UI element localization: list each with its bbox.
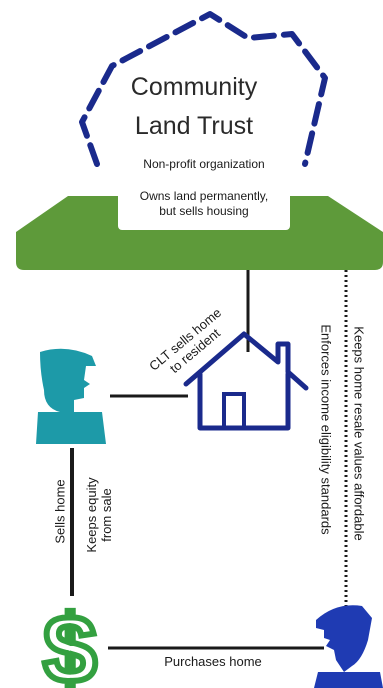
dollar-icon: $ — [43, 596, 96, 688]
clt-house-outline — [79, 11, 328, 167]
resale-affordable-label: Keeps home resale values affordable — [351, 326, 367, 541]
keeps-equity-line-1: Keeps equity — [84, 477, 99, 553]
clt-title-line-2: Land Trust — [134, 112, 254, 140]
resident-home-door — [222, 392, 246, 430]
sells-home-label: Sells home — [52, 479, 68, 544]
clt-description-line-1: Owns land permanently, — [139, 189, 269, 203]
seller-person-icon — [36, 348, 106, 444]
buyer-person-icon — [314, 605, 383, 688]
clt-title-line-1: Community — [130, 73, 258, 101]
clt-subtitle: Non-profit organization — [143, 157, 265, 171]
info-card — [118, 168, 290, 230]
clt-description-line-2: but sells housing — [159, 204, 249, 218]
keeps-equity-label: Keeps equity from sale — [84, 470, 114, 560]
keeps-equity-line-2: from sale — [99, 488, 114, 542]
income-standards-label: Enforces income eligibility standards — [318, 324, 334, 535]
purchases-home-label: Purchases home — [164, 654, 262, 669]
land-base — [16, 196, 383, 270]
